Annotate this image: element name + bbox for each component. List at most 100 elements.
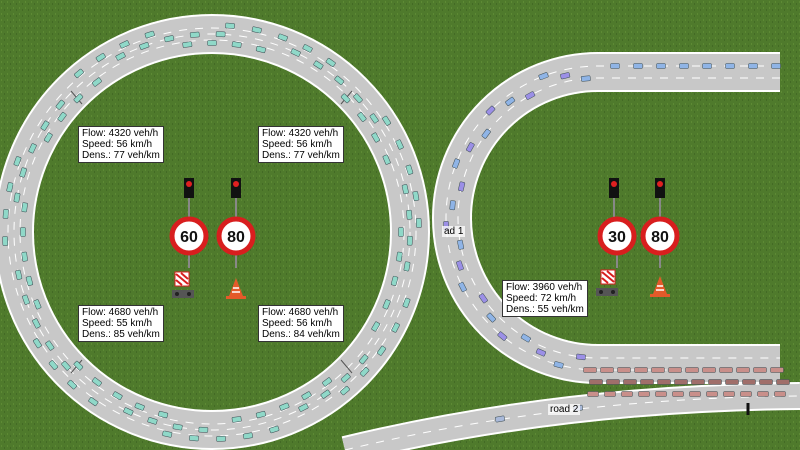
vehicle [382, 299, 391, 310]
vehicle [405, 164, 414, 175]
speed-limit-sign[interactable]: 80 [640, 216, 680, 268]
vehicle [28, 143, 37, 154]
vehicle [74, 68, 84, 79]
traffic-light[interactable] [231, 178, 241, 218]
vehicle [251, 26, 262, 34]
vehicle [15, 269, 23, 280]
vehicle [269, 425, 280, 434]
vehicle [216, 435, 226, 442]
vehicle [770, 367, 784, 373]
vehicle [774, 391, 786, 397]
vehicle [457, 239, 464, 250]
vehicle [706, 391, 718, 397]
vehicle [485, 105, 496, 116]
vehicle [32, 318, 41, 329]
traffic-cone-icon[interactable] [226, 278, 246, 299]
vehicle [589, 379, 603, 385]
vehicle [353, 93, 363, 104]
vehicle [702, 367, 716, 373]
vehicle [725, 379, 739, 385]
vehicle [172, 423, 183, 431]
vehicle [19, 167, 27, 178]
vehicle [164, 35, 175, 43]
vehicle [6, 182, 14, 193]
vehicle [92, 377, 102, 387]
vehicle [382, 115, 391, 126]
vehicle [21, 251, 28, 262]
vehicle [189, 435, 199, 442]
vehicle [112, 391, 123, 400]
detector-panel: Flow: 4320 veh/h Speed: 56 km/h Dens.: 7… [78, 126, 164, 163]
roadwork-barrier-icon[interactable] [596, 269, 618, 296]
vehicle [640, 379, 654, 385]
vehicle [45, 340, 55, 351]
speed-value: Speed: 72 km/h [506, 293, 577, 304]
vehicle [634, 367, 648, 373]
vehicle [322, 377, 332, 387]
vehicle [604, 391, 616, 397]
speed-limit-sign[interactable]: 30 [597, 216, 637, 268]
vehicle [189, 31, 200, 38]
road-label: road 2 [548, 404, 581, 415]
vehicle [198, 426, 209, 433]
vehicle [689, 391, 701, 397]
vehicle [458, 281, 467, 293]
vehicle [182, 41, 193, 48]
vehicle [123, 407, 134, 416]
vehicle [497, 331, 508, 341]
vehicle [115, 52, 126, 61]
vehicle [359, 367, 370, 377]
vehicle [298, 403, 309, 412]
vehicle [67, 379, 77, 390]
vehicle [610, 63, 620, 69]
vehicle [401, 184, 409, 195]
vehicle [2, 209, 9, 219]
vehicle [33, 299, 42, 310]
vehicle [340, 373, 351, 383]
vehicle [495, 415, 505, 423]
vehicle [340, 385, 350, 396]
vehicle [92, 77, 102, 87]
vehicle [21, 202, 28, 213]
vehicle [301, 391, 312, 400]
traffic-light[interactable] [609, 178, 619, 218]
vehicle [412, 191, 420, 202]
speed-value: Speed: 56 km/h [262, 139, 333, 150]
vehicle [740, 391, 752, 397]
vehicle [25, 275, 34, 286]
vehicle [458, 181, 466, 192]
vehicle [723, 391, 735, 397]
vehicle [621, 391, 633, 397]
detector-panel: Flow: 4680 veh/h Speed: 56 km/h Dens.: 8… [258, 305, 344, 342]
vehicle [398, 227, 404, 237]
flow-value: Flow: 4680 veh/h [82, 307, 159, 318]
vehicle [313, 60, 324, 70]
vehicle [73, 360, 84, 371]
roadwork-barrier-icon[interactable] [172, 271, 194, 298]
density-value: Dens.: 77 veh/km [82, 150, 160, 161]
vehicle [73, 93, 84, 104]
vehicle [44, 132, 53, 143]
vehicle [402, 297, 411, 308]
speed-limit-sign[interactable]: 60 [169, 216, 209, 268]
vehicle [48, 360, 59, 370]
vehicle [674, 379, 688, 385]
vehicle [382, 154, 391, 165]
traffic-cone-icon[interactable] [650, 276, 670, 297]
traffic-light[interactable] [655, 178, 665, 218]
vehicle [2, 236, 9, 246]
vehicle [525, 91, 536, 100]
vehicle [395, 139, 404, 150]
speed-limit-value: 60 [180, 229, 198, 246]
speed-limit-value: 80 [227, 229, 245, 246]
speed-limit-sign[interactable]: 80 [216, 216, 256, 268]
vehicle [162, 430, 173, 438]
vehicle [371, 321, 380, 332]
vehicle [776, 379, 790, 385]
vehicle [576, 353, 586, 361]
vehicle [22, 294, 30, 305]
traffic-light[interactable] [184, 178, 194, 218]
vehicle [57, 112, 67, 122]
vehicle [771, 63, 781, 69]
